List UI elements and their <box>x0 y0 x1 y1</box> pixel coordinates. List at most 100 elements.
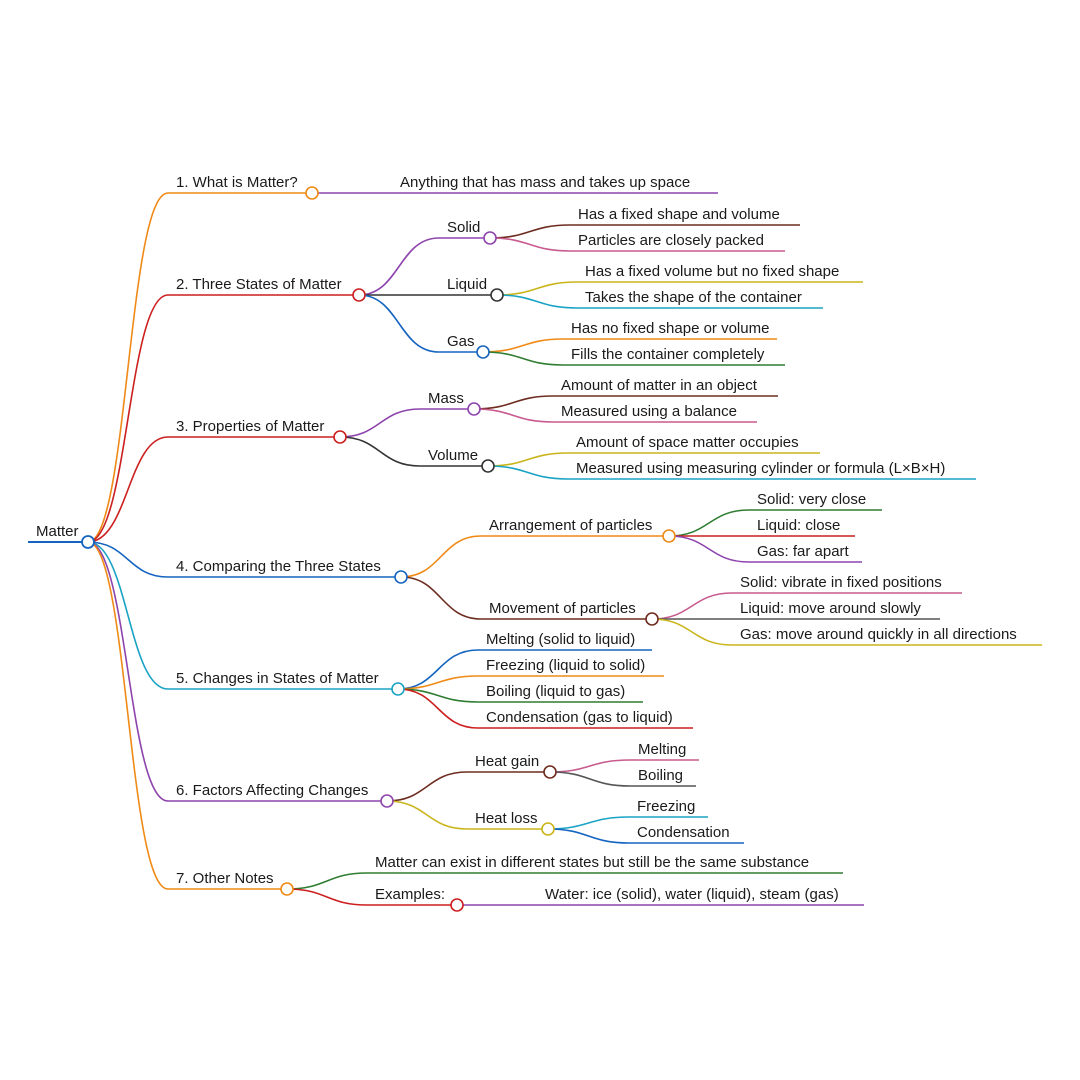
node-label-b7: 7. Other Notes <box>176 870 274 887</box>
connector-b5 <box>87 541 169 690</box>
node-circle-b4 <box>394 570 408 584</box>
connector-b3 <box>87 436 169 543</box>
connector-b5a <box>397 649 479 690</box>
node-circle-b4b <box>645 612 659 626</box>
node-label-b7b: Examples: <box>375 886 445 903</box>
node-label-b6b1: Freezing <box>637 798 695 815</box>
node-label-b2a2: Particles are closely packed <box>578 232 764 249</box>
node-label-b2b: Liquid <box>447 276 487 293</box>
connector-b2c2 <box>482 351 564 366</box>
node-label-b2c: Gas <box>447 333 475 350</box>
node-circle-b5 <box>391 682 405 696</box>
node-label-b5d: Condensation (gas to liquid) <box>486 709 673 726</box>
connector-b5d <box>397 688 479 729</box>
connector-b6 <box>87 541 169 802</box>
node-circle-b3 <box>333 430 347 444</box>
node-label-b4b1: Solid: vibrate in fixed positions <box>740 574 942 591</box>
node-label-b7b1: Water: ice (solid), water (liquid), stea… <box>545 886 839 903</box>
node-label-b2c2: Fills the container completely <box>571 346 765 363</box>
connector-b6a2 <box>549 771 631 787</box>
node-circle-b4a <box>662 529 676 543</box>
node-label-b4b2: Liquid: move around slowly <box>740 600 921 617</box>
node-circle-b1 <box>305 186 319 200</box>
node-label-b6: 6. Factors Affecting Changes <box>176 782 368 799</box>
node-label-b4a: Arrangement of particles <box>489 517 652 534</box>
node-label-b6a: Heat gain <box>475 753 539 770</box>
connector-b2 <box>87 294 169 543</box>
connector-b2b2 <box>496 294 578 309</box>
node-circle-b2 <box>352 288 366 302</box>
connector-b3a1 <box>473 395 554 410</box>
node-label-b5a: Melting (solid to liquid) <box>486 631 635 648</box>
node-label-b3a2: Measured using a balance <box>561 403 737 420</box>
node-label-b3a1: Amount of matter in an object <box>561 377 758 394</box>
node-circle-b7 <box>280 882 294 896</box>
connector-b7a <box>286 872 368 890</box>
node-circle-b3b <box>481 459 495 473</box>
node-label-b3a: Mass <box>428 390 464 407</box>
connector-b4a <box>400 535 482 578</box>
connector-b6b <box>386 800 468 830</box>
connector-b3b <box>339 436 421 467</box>
node-label-b7a: Matter can exist in different states but… <box>375 854 809 871</box>
connector-b2c1 <box>482 338 564 353</box>
connector-b2c <box>358 294 440 353</box>
node-label-b4a3: Gas: far apart <box>757 543 850 560</box>
connector-b2a1 <box>489 224 571 239</box>
connector-b4b <box>400 576 482 620</box>
node-circle-b6b <box>541 822 555 836</box>
connector-b6b2 <box>547 828 630 844</box>
node-label-b1a: Anything that has mass and takes up spac… <box>400 174 690 191</box>
node-label-b3: 3. Properties of Matter <box>176 418 324 435</box>
node-label-b6a2: Boiling <box>638 767 683 784</box>
node-label-b2b1: Has a fixed volume but no fixed shape <box>585 263 839 280</box>
connector-b2a2 <box>489 237 571 252</box>
node-label-b1: 1. What is Matter? <box>176 174 298 191</box>
node-label-b3b1: Amount of space matter occupies <box>576 434 799 451</box>
connector-b4a3 <box>668 535 750 563</box>
node-label-b4a1: Solid: very close <box>757 491 866 508</box>
node-circle-b2a <box>483 231 497 245</box>
node-circle-b6 <box>380 794 394 808</box>
node-label-b6a1: Melting <box>638 741 686 758</box>
connector-b1 <box>87 192 169 543</box>
connector-b2a <box>358 237 440 296</box>
node-label-b2b2: Takes the shape of the container <box>585 289 802 306</box>
connector-b4a1 <box>668 509 750 537</box>
node-circle-b2c <box>476 345 490 359</box>
node-label-b3b: Volume <box>428 447 478 464</box>
connector-b6a1 <box>549 759 631 773</box>
node-label-b5b: Freezing (liquid to solid) <box>486 657 645 674</box>
node-label-b2c1: Has no fixed shape or volume <box>571 320 769 337</box>
connector-b3b1 <box>487 452 569 467</box>
node-label-b4: 4. Comparing the Three States <box>176 558 381 575</box>
node-label-b2a: Solid <box>447 219 480 236</box>
node-circle-b2b <box>490 288 504 302</box>
node-label-b2a1: Has a fixed shape and volume <box>578 206 780 223</box>
connector-b6a <box>386 771 468 802</box>
connector-b4b1 <box>651 592 733 620</box>
node-circle-b3a <box>467 402 481 416</box>
node-label-b5: 5. Changes in States of Matter <box>176 670 379 687</box>
connector-b2b1 <box>496 281 578 296</box>
node-label-b4b: Movement of particles <box>489 600 636 617</box>
node-label-b5c: Boiling (liquid to gas) <box>486 683 625 700</box>
connector-b3a2 <box>473 408 554 423</box>
node-label-b4a2: Liquid: close <box>757 517 840 534</box>
node-label-b4b3: Gas: move around quickly in all directio… <box>740 626 1017 643</box>
connector-b3a <box>339 408 421 438</box>
node-label-b3b2: Measured using measuring cylinder or for… <box>576 460 945 477</box>
node-circle-b7b <box>450 898 464 912</box>
node-label-b6b2: Condensation <box>637 824 730 841</box>
node-circle-b6a <box>543 765 557 779</box>
node-label-b2: 2. Three States of Matter <box>176 276 342 293</box>
connector-b6b1 <box>547 816 630 830</box>
connector-b4b3 <box>651 618 733 646</box>
connector-b7b <box>286 888 368 906</box>
root-circle <box>81 535 95 549</box>
connector-b4 <box>87 541 169 578</box>
node-label-b6b: Heat loss <box>475 810 538 827</box>
root-label: Matter <box>36 523 79 540</box>
